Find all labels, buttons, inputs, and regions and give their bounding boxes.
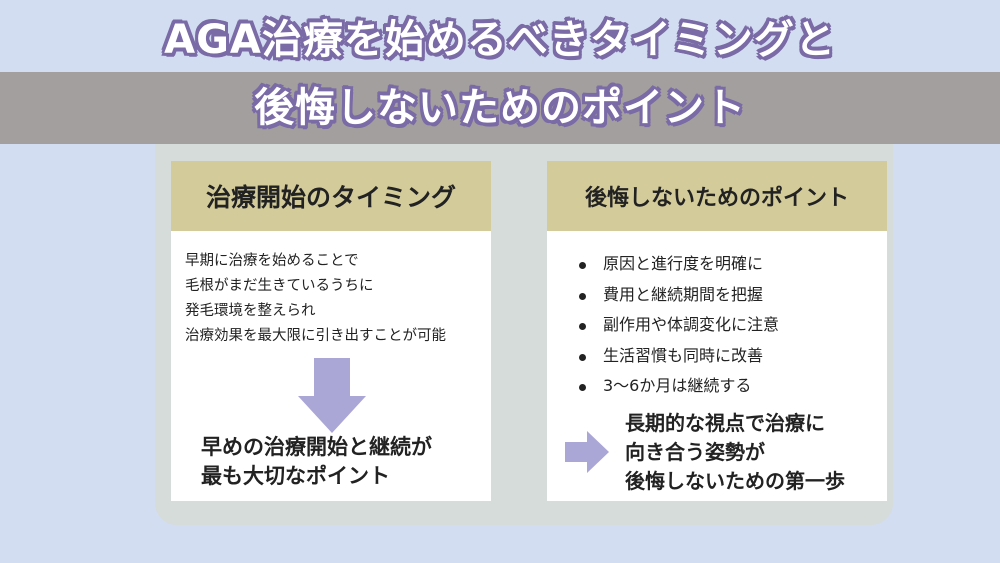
- list-item: 副作用や体調変化に注意: [577, 310, 779, 341]
- page-title-line-1: AGA治療を始めるべきタイミングと: [164, 17, 836, 63]
- right-arrow-icon: [565, 431, 609, 473]
- list-item: 3〜6か月は継続する: [577, 371, 779, 402]
- bullet-icon: [579, 262, 586, 269]
- bullet-icon: [579, 384, 586, 391]
- bullet-icon: [579, 323, 586, 330]
- bullet-icon: [579, 292, 586, 300]
- conclusion-line: 最も大切なポイント: [201, 464, 390, 488]
- timing-line: 治療効果を最大限に引き出すことが可能: [185, 328, 446, 344]
- list-item-text: 3〜6か月は継続する: [603, 376, 752, 395]
- points-list: 原因と進行度を明確に 費用と継続期間を把握 副作用や体調変化に注意 生活習慣も同…: [577, 249, 779, 402]
- list-item-text: 費用と継続期間を把握: [603, 284, 764, 304]
- list-item-text: 副作用や体調変化に注意: [603, 315, 780, 334]
- title-band: [0, 72, 1000, 144]
- down-arrow-icon: [298, 358, 366, 433]
- points-summary: 長期的な視点で治療に 向き合う姿勢が 後悔しないための第一歩: [625, 409, 845, 496]
- timing-card-heading: 治療開始のタイミング: [171, 161, 491, 231]
- page-title-line-2: 後悔しないためのポイント: [254, 85, 746, 131]
- conclusion-line: 早めの治療開始と継続が: [201, 435, 432, 459]
- summary-line: 向き合う姿勢が: [625, 440, 765, 464]
- list-item-text: 原因と進行度を明確に: [603, 254, 764, 273]
- list-item: 原因と進行度を明確に: [577, 249, 779, 280]
- timing-line: 早期に治療を始めることで: [185, 253, 359, 269]
- points-card-heading: 後悔しないためのポイント: [547, 161, 887, 231]
- timing-conclusion: 早めの治療開始と継続が 最も大切なポイント: [201, 433, 432, 491]
- list-item: 費用と継続期間を把握: [577, 280, 779, 311]
- list-item: 生活習慣も同時に改善: [577, 341, 779, 372]
- summary-line: 後悔しないための第一歩: [625, 469, 845, 493]
- timing-line: 発毛環境を整えられ: [185, 303, 316, 319]
- bullet-icon: [579, 353, 586, 361]
- list-item-text: 生活習慣も同時に改善: [603, 345, 764, 365]
- timing-line: 毛根がまだ生きているうちに: [185, 278, 374, 294]
- timing-description: 早期に治療を始めることで 毛根がまだ生きているうちに 発毛環境を整えられ 治療効…: [185, 249, 446, 349]
- summary-line: 長期的な視点で治療に: [625, 411, 825, 435]
- points-card: 後悔しないためのポイント 原因と進行度を明確に 費用と継続期間を把握 副作用や体…: [547, 161, 887, 501]
- timing-card: 治療開始のタイミング 早期に治療を始めることで 毛根がまだ生きているうちに 発毛…: [171, 161, 491, 501]
